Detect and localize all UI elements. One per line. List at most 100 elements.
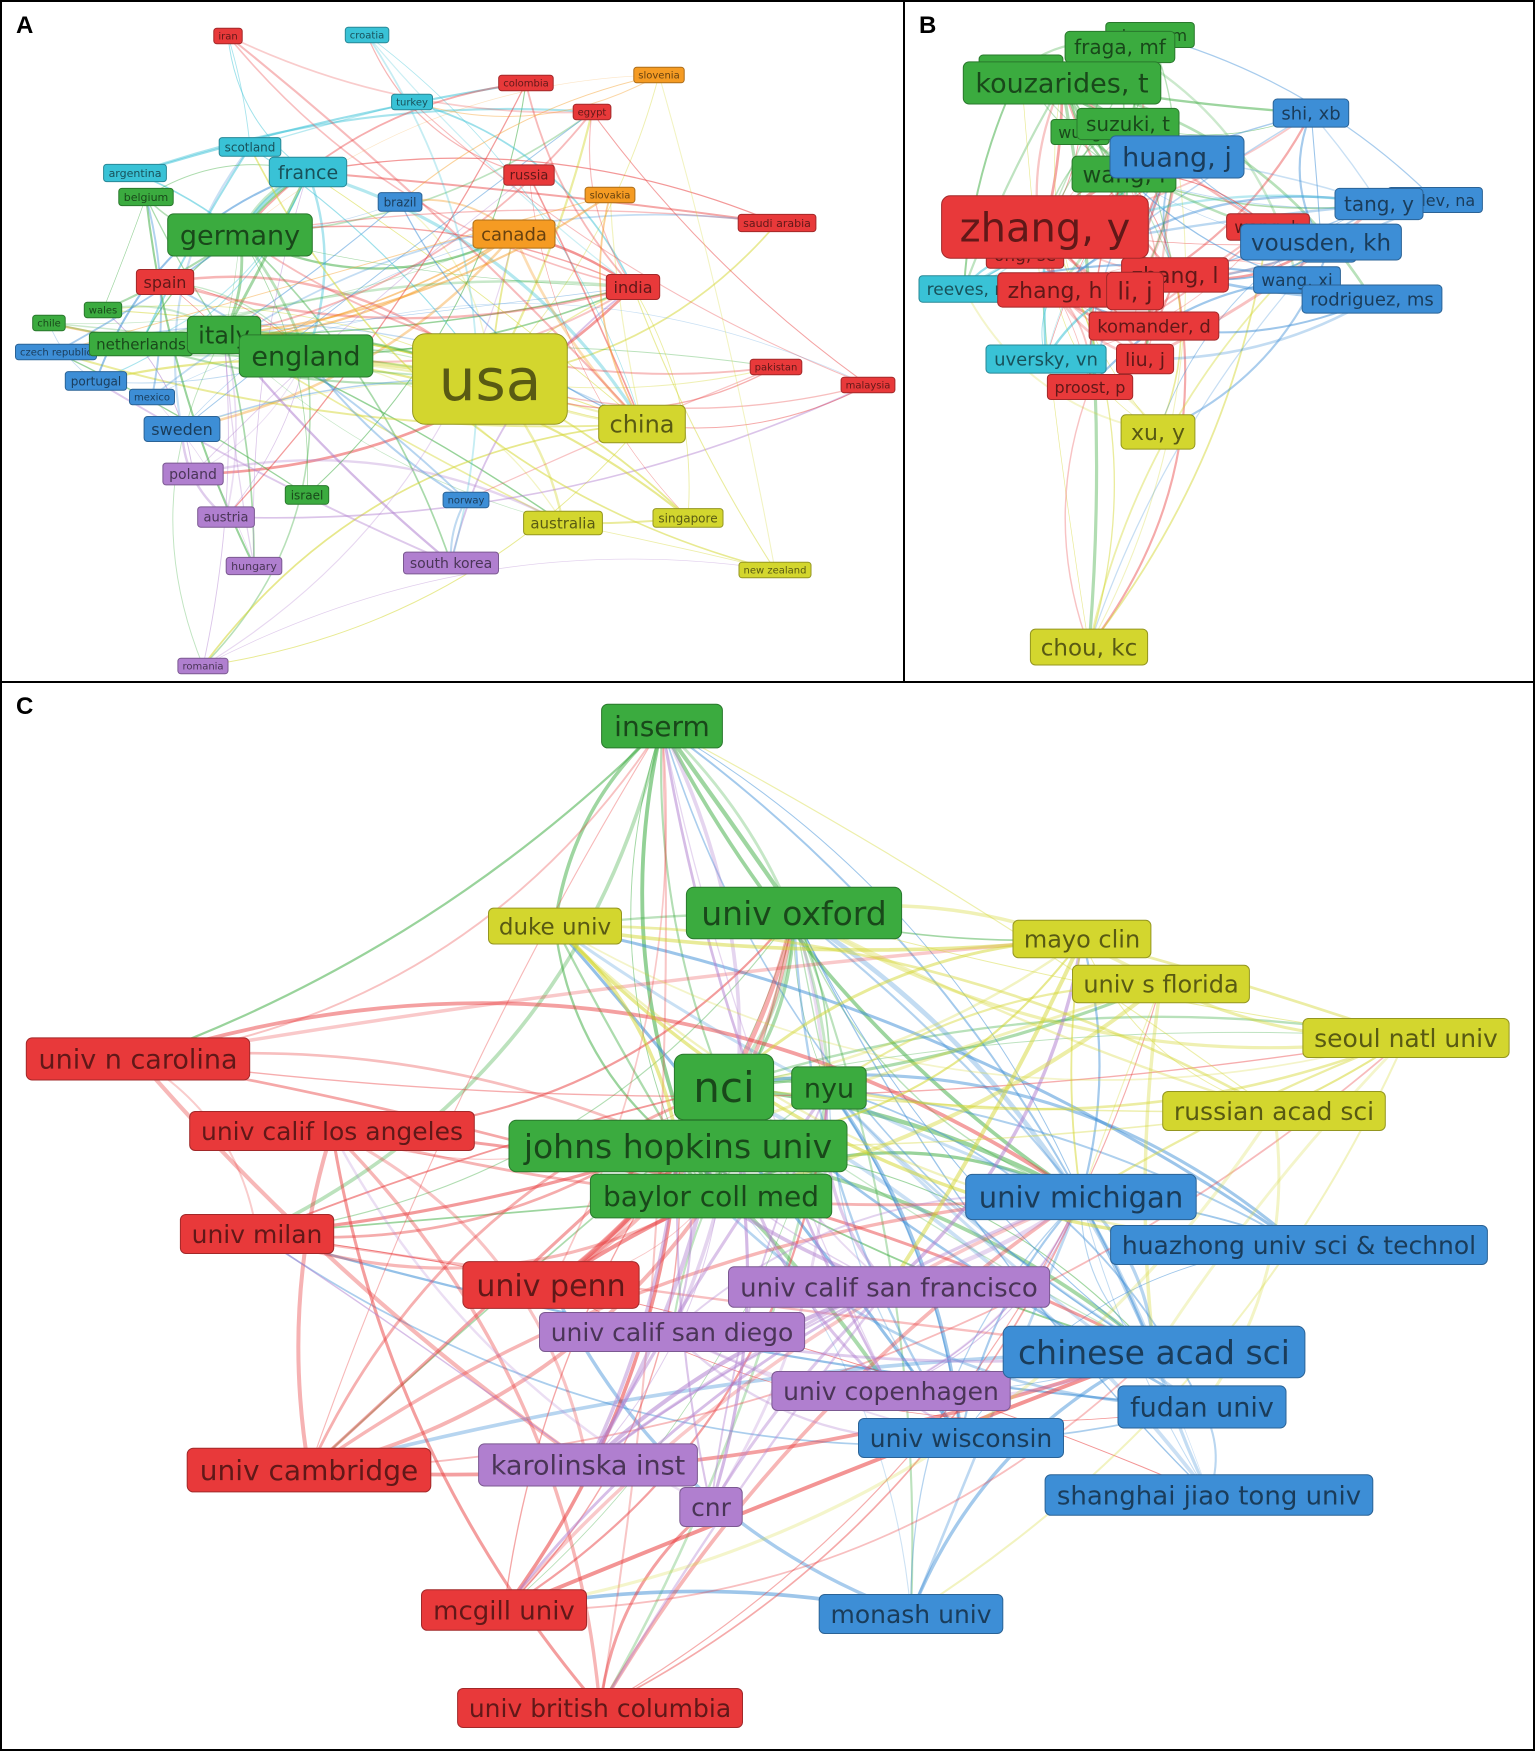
node-univ-calif-san-diego: univ calif san diego [539,1312,806,1352]
link [306,82,527,496]
node-label: colombia [503,79,549,90]
node-box [1002,1325,1306,1379]
node-chou-kc: chou, kc [1029,628,1149,666]
node-south-korea: south korea [403,551,499,575]
link [502,1350,1156,1612]
node-box [523,510,603,536]
node-box [1117,1385,1287,1429]
node-uversky-vn: uversky, vn [985,344,1107,374]
node-box [728,1266,1051,1308]
node-label: brazil [384,195,417,209]
node-box [498,74,554,92]
link [598,1195,1083,1710]
node-germany: germany [167,213,313,257]
node-suzuki-t: suzuki, t [1076,107,1180,141]
node-xu-y: xu, y [1120,414,1196,450]
link [599,194,643,425]
node-box [771,1371,1011,1411]
node-label: india [614,278,653,297]
link [660,724,726,1089]
link [887,937,1084,1289]
node-box [162,462,224,486]
node-kouzarides-t: kouzarides, t [962,61,1162,105]
node-label: norway [448,496,485,507]
link [721,1084,1084,1200]
node-saudi-arabia: saudi arabia [737,213,817,233]
link [824,1086,891,1289]
panel-letter-c: C [16,693,34,720]
node-turkey: turkey [391,93,434,111]
node-box [177,657,229,675]
node-box [129,388,175,406]
link [1152,1036,1408,1354]
node-box [589,1173,833,1219]
node-box [1334,187,1424,221]
node-label: chou, kc [1041,635,1137,661]
link [512,232,644,426]
link [503,1351,1155,1611]
node-box [103,163,167,183]
node-wales: wales [83,301,123,319]
node-label: germany [180,221,300,252]
node-label: austria [204,511,249,526]
node-label: johns hopkins univ [523,1127,832,1166]
node-label: romania [182,662,223,673]
node-label: univ british columbia [469,1694,731,1723]
link [658,74,776,571]
node-box [391,93,434,111]
node-box [601,703,723,749]
node-label: new zealand [744,566,807,577]
node-label: israel [291,488,324,502]
node-univ-milan: univ milan [179,1214,335,1254]
nodes: turkeycolombiaegyptpakistanmalaysiawales… [15,26,896,675]
node-label: south korea [410,556,492,572]
node-label: univ calif los angeles [201,1117,463,1146]
link [661,725,1082,1198]
link [553,924,1084,952]
node-box [238,334,374,378]
node-box [679,1487,743,1527]
node-china: china [598,404,686,444]
node-label: inserm [614,710,710,743]
node-inserm: inserm [601,703,723,749]
node-chinese-acad-sci: chinese acad sci [1002,1325,1306,1379]
node-label: univ michigan [979,1180,1183,1214]
link [366,34,634,288]
node-box [652,508,724,528]
node-russian-acad-sci: russian acad sci [1162,1091,1386,1131]
node-nci: nci [673,1053,775,1121]
node-croatia: croatia [344,26,390,44]
node-label: croatia [350,31,384,42]
node-box [377,192,423,212]
node-label: univ calif san diego [551,1318,794,1347]
node-box [412,333,568,425]
link [202,423,643,667]
link [239,234,452,564]
link [1064,386,1091,648]
node-label: turkey [396,98,428,109]
link [225,384,869,519]
node-box [457,1688,743,1728]
node-univ-calif-los-angeles: univ calif los angeles [189,1111,475,1151]
link [48,233,515,325]
node-li-j: li, j [1106,271,1165,311]
link [223,111,593,336]
node-label: shanghai jiao tong univ [1057,1481,1361,1511]
link [827,1036,1408,1111]
link [792,911,1276,1113]
node-chile: chile [32,314,66,332]
node-slovenia: slovenia [633,66,685,84]
node-brazil: brazil [377,192,423,212]
node-box [962,61,1162,105]
link [164,281,467,501]
node-label: zhang, y [960,205,1131,251]
node-box [1088,311,1220,341]
node-label: huang, j [1122,143,1232,174]
link [181,233,515,430]
node-fudan-univ: fudan univ [1117,1385,1287,1429]
node-tang-y: tang, y [1334,187,1424,221]
link [1088,156,1187,648]
link [586,1195,1083,1467]
